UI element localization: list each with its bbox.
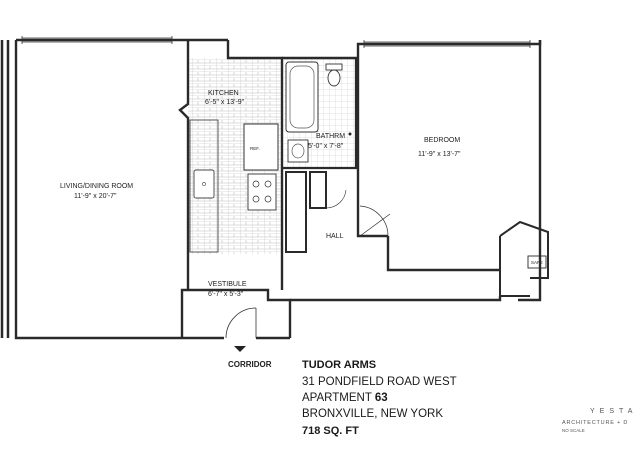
vestibule-dims: 6'-7" x 5'-3"	[208, 291, 244, 298]
kitchen-sink	[193, 169, 215, 199]
apartment-number: 63	[374, 392, 388, 404]
safe-label: SAFE	[531, 260, 543, 265]
bedroom-walls	[356, 40, 542, 302]
firm-name: YESTA	[590, 408, 638, 415]
bedroom-door	[359, 205, 391, 237]
kitchen-dims: 6'-5" x 13'-9"	[205, 99, 245, 106]
kitchen-area	[178, 38, 284, 290]
corridor-arrow	[234, 346, 246, 352]
hall-closets	[285, 171, 347, 253]
street-address: 31 PONDFIELD ROAD WEST	[302, 376, 457, 388]
hall-vestibule-walls	[182, 236, 502, 340]
bathroom-area	[282, 56, 358, 170]
living-window	[21, 36, 173, 44]
firm-tagline: ARCHITECTURE + D	[562, 420, 629, 426]
hall-label: HALL	[326, 233, 344, 240]
bathtub	[285, 61, 319, 133]
stove	[247, 173, 277, 211]
kitchen-counter-left	[189, 119, 219, 253]
bathroom-dims: 5'-0" x 7'-8"	[308, 143, 344, 150]
apartment-line: APARTMENT 63	[302, 392, 388, 404]
living-room-label: LIVING/DINING ROOM	[60, 183, 133, 190]
refrigerator-label: REF.	[250, 146, 260, 151]
bathroom-label: BATHRM	[316, 133, 345, 140]
living-room-dims: 11'-9" x 20'-7"	[74, 193, 117, 200]
bedroom-dims: 11'-9" x 13'-7"	[418, 151, 461, 158]
bedroom-window	[363, 40, 531, 48]
building-name: TUDOR ARMS	[302, 359, 377, 371]
safe	[527, 255, 547, 269]
bedroom-label: BEDROOM	[424, 137, 460, 144]
scale-note: NO SCALE	[562, 428, 585, 433]
kitchen-label: KITCHEN	[208, 90, 239, 97]
square-footage: 718 SQ. FT	[302, 425, 359, 437]
bathroom-sink	[287, 139, 309, 163]
corridor-label: CORRIDOR	[228, 360, 272, 369]
toilet	[327, 69, 341, 87]
refrigerator	[243, 123, 279, 171]
apartment-label: APARTMENT	[302, 392, 372, 404]
vestibule-label: VESTIBULE	[208, 281, 247, 288]
left-wall	[0, 40, 10, 338]
city-line: BRONXVILLE, NEW YORK	[302, 408, 444, 420]
living-room-walls	[14, 38, 188, 340]
entry-door	[225, 307, 257, 339]
